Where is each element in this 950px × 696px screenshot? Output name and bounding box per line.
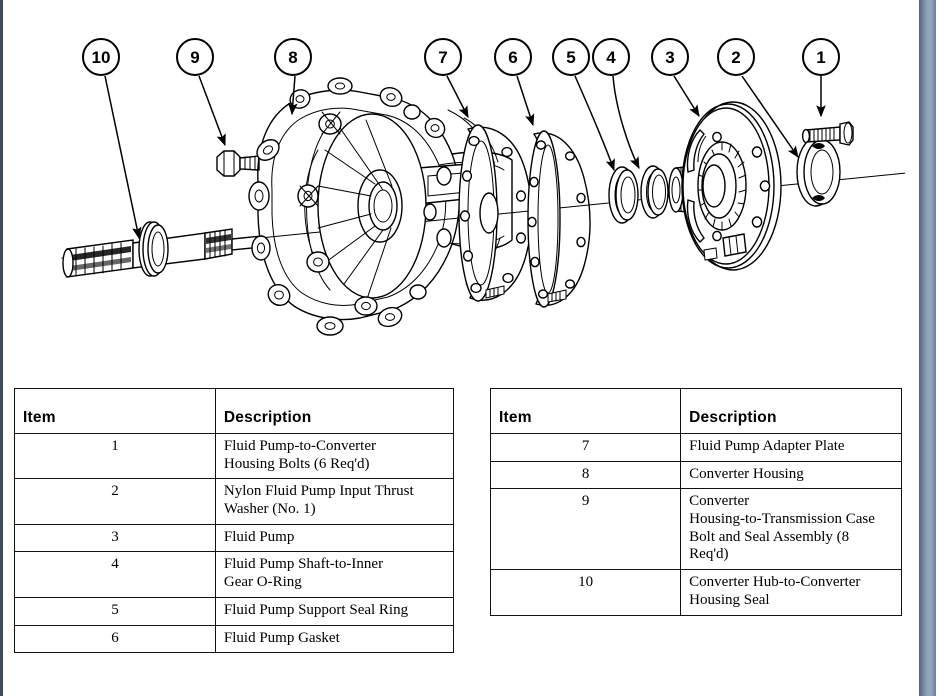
table-header-row: Item Description xyxy=(489,388,902,434)
desc-line: Washer (No. 1) xyxy=(223,501,316,518)
header-description: Description xyxy=(214,388,455,434)
callout-2[interactable]: 2 xyxy=(717,38,755,76)
callout-9[interactable]: 9 xyxy=(176,38,214,76)
table-row: 2 Nylon Fluid Pump Input Thrust Washer (… xyxy=(14,478,455,525)
callout-6-label: 6 xyxy=(508,48,517,67)
page-right-margin xyxy=(905,0,919,696)
table-row: 6 Fluid Pump Gasket xyxy=(14,624,455,654)
callout-8-label: 8 xyxy=(288,48,297,67)
cell-description: Fluid Pump Adapter Plate xyxy=(680,433,902,462)
cell-description: Nylon Fluid Pump Input Thrust Washer (No… xyxy=(214,478,455,525)
callout-6[interactable]: 6 xyxy=(494,38,532,76)
part-converter-hub-seal xyxy=(62,221,263,278)
callout-3[interactable]: 3 xyxy=(651,38,689,76)
desc-line: Req'd) xyxy=(689,546,729,563)
desc-line: Fluid Pump Support Seal Ring xyxy=(223,601,409,618)
cell-description: Fluid Pump xyxy=(214,523,455,553)
part-fluid-pump-gasket xyxy=(527,130,591,308)
table-row: 9 Converter Housing-to-Transmission Case… xyxy=(489,488,902,571)
cell-item: 1 xyxy=(14,432,216,480)
cell-description: Converter Housing-to-Transmission Case B… xyxy=(680,488,902,571)
table-row: 3 Fluid Pump xyxy=(14,523,455,553)
callout-9-label: 9 xyxy=(190,48,199,67)
callout-5-label: 5 xyxy=(566,48,575,67)
part-fluid-pump-adapter-plate xyxy=(458,124,533,302)
header-item: Item xyxy=(14,388,216,434)
desc-line: Fluid Pump Shaft-to-Inner xyxy=(223,556,384,573)
callout-4-label: 4 xyxy=(606,48,616,67)
table-row: 4 Fluid Pump Shaft-to-Inner Gear O-Ring xyxy=(14,551,455,598)
cell-description: Fluid Pump-to-Converter Housing Bolts (6… xyxy=(214,432,455,480)
parts-table-right: Item Description 7 Fluid Pump Adapter Pl… xyxy=(489,388,902,616)
table-row: 10 Converter Hub-to-Converter Housing Se… xyxy=(489,569,902,616)
desc-line: Fluid Pump xyxy=(223,528,295,545)
callout-2-label: 2 xyxy=(731,48,740,67)
callout-leader-lines xyxy=(104,75,826,240)
housing-bolt-lugs xyxy=(248,77,446,336)
callout-1[interactable]: 1 xyxy=(802,38,840,76)
table-row: 5 Fluid Pump Support Seal Ring xyxy=(14,596,455,626)
parts-table-left: Item Description 1 Fluid Pump-to-Convert… xyxy=(14,388,455,654)
header-description: Description xyxy=(680,388,902,434)
desc-line: Housing Seal xyxy=(689,591,770,608)
cell-item: 7 xyxy=(489,433,682,462)
desc-line: Fluid Pump Adapter Plate xyxy=(689,438,845,454)
table-row: 7 Fluid Pump Adapter Plate xyxy=(489,433,902,462)
callout-4[interactable]: 4 xyxy=(592,38,630,76)
callout-10-label: 10 xyxy=(92,48,111,67)
cell-item: 9 xyxy=(489,488,682,571)
desc-line: Fluid Pump Gasket xyxy=(223,629,340,646)
callout-3-label: 3 xyxy=(665,48,674,67)
exploded-view-diagram: .ln{fill:none;stroke:#000;stroke-width:1… xyxy=(61,38,917,336)
desc-line: Bolt and Seal Assembly (8 xyxy=(689,528,850,545)
cell-item: 4 xyxy=(14,551,216,598)
cell-description: Converter Housing xyxy=(680,460,902,490)
desc-line: Fluid Pump-to-Converter xyxy=(223,438,376,454)
desc-line: Housing-to-Transmission Case xyxy=(689,511,875,528)
part-converter-housing-bolt xyxy=(216,150,260,177)
callout-7-label: 7 xyxy=(438,48,447,67)
desc-line: Housing Bolts (6 Req'd) xyxy=(223,455,370,472)
cell-item: 5 xyxy=(14,596,216,626)
desc-line: Converter Hub-to-Converter xyxy=(689,574,861,591)
cell-description: Fluid Pump Gasket xyxy=(214,624,455,654)
cell-description: Fluid Pump Support Seal Ring xyxy=(214,596,455,626)
cell-description: Fluid Pump Shaft-to-Inner Gear O-Ring xyxy=(214,551,455,598)
callout-7[interactable]: 7 xyxy=(424,38,462,76)
cell-item: 6 xyxy=(14,624,216,654)
cell-item: 10 xyxy=(489,569,682,616)
part-fluid-pump xyxy=(668,101,782,271)
cell-description: Converter Hub-to-Converter Housing Seal xyxy=(680,569,902,616)
page-right-edge xyxy=(919,0,936,696)
callout-5[interactable]: 5 xyxy=(552,38,590,76)
part-fluid-pump-o-ring xyxy=(640,165,669,219)
part-fluid-pump-bolt xyxy=(801,121,854,146)
page-left-edge xyxy=(0,0,3,696)
housing-inner-webs xyxy=(297,111,427,316)
housing-face-holes xyxy=(403,104,452,300)
table-row: 1 Fluid Pump-to-Converter Housing Bolts … xyxy=(14,432,455,480)
part-nylon-thrust-washer xyxy=(796,137,841,207)
callout-10[interactable]: 10 xyxy=(82,38,120,76)
callout-1-label: 1 xyxy=(816,48,825,67)
cell-item: 2 xyxy=(14,478,216,525)
desc-line: Converter Housing xyxy=(689,465,804,482)
cell-item: 3 xyxy=(14,523,216,553)
callout-8[interactable]: 8 xyxy=(274,38,312,76)
page-outer-edge xyxy=(936,0,950,696)
desc-line: Nylon Fluid Pump Input Thrust xyxy=(223,483,414,500)
desc-line: Gear O-Ring xyxy=(223,574,302,591)
part-fluid-pump-support-seal-ring xyxy=(608,166,639,224)
table-header-row: Item Description xyxy=(14,388,455,434)
cell-item: 8 xyxy=(489,460,682,490)
desc-line: Converter xyxy=(689,493,750,510)
table-row: 8 Converter Housing xyxy=(489,460,902,490)
header-item: Item xyxy=(489,388,682,434)
